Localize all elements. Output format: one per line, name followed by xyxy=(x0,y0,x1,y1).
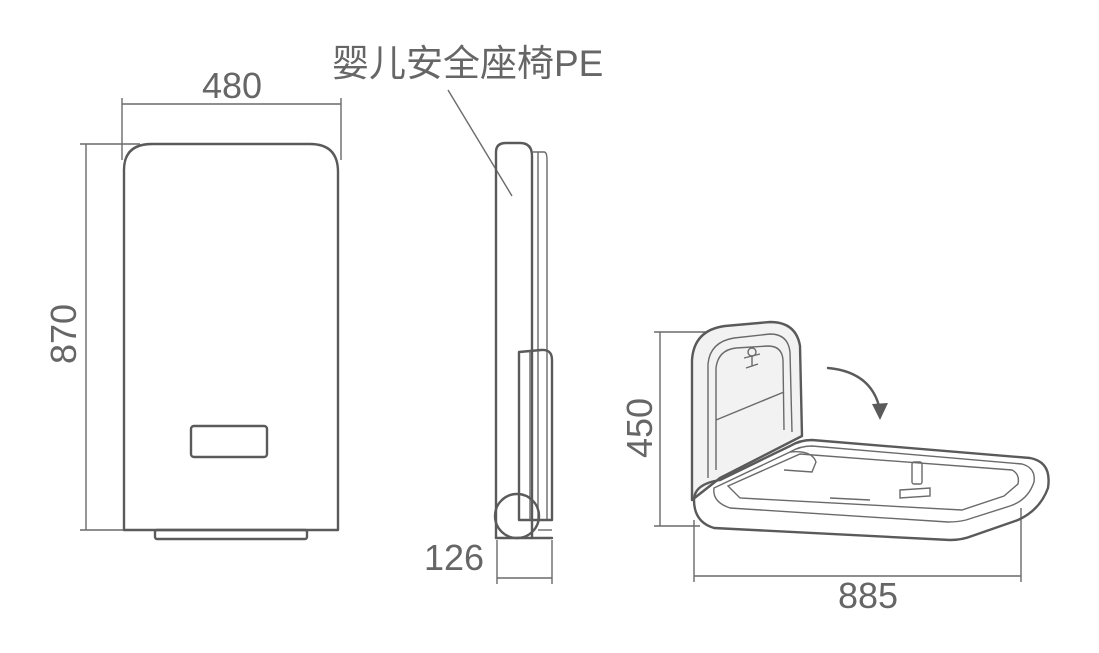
open-length-dimension: 885 xyxy=(693,508,1022,616)
width-dimension: 480 xyxy=(121,65,342,160)
front-panel xyxy=(122,142,340,532)
side-back-wall xyxy=(494,141,534,540)
side-fold-panel xyxy=(517,348,554,522)
width-value: 480 xyxy=(202,65,262,106)
rotation-arrow-icon xyxy=(826,366,888,420)
title-label: 婴儿安全座椅PE xyxy=(332,43,603,84)
front-window xyxy=(189,424,269,459)
open-table-tray xyxy=(692,438,1050,542)
front-base xyxy=(153,528,309,541)
open-view: 450 885 xyxy=(619,320,1050,616)
depth-value: 126 xyxy=(424,537,484,578)
baby-icon xyxy=(743,347,761,369)
open-height-value: 450 xyxy=(619,398,660,458)
depth-dimension: 126 xyxy=(424,537,553,584)
title-leader-line xyxy=(447,89,513,197)
strap-buckle xyxy=(899,461,931,499)
height-value: 870 xyxy=(43,304,84,364)
open-back-plate xyxy=(690,320,804,502)
side-view: 婴儿安全座椅PE 126 xyxy=(332,43,603,584)
front-view: 480 870 xyxy=(43,65,342,541)
height-dimension: 870 xyxy=(43,143,140,531)
open-length-value: 885 xyxy=(838,575,898,616)
